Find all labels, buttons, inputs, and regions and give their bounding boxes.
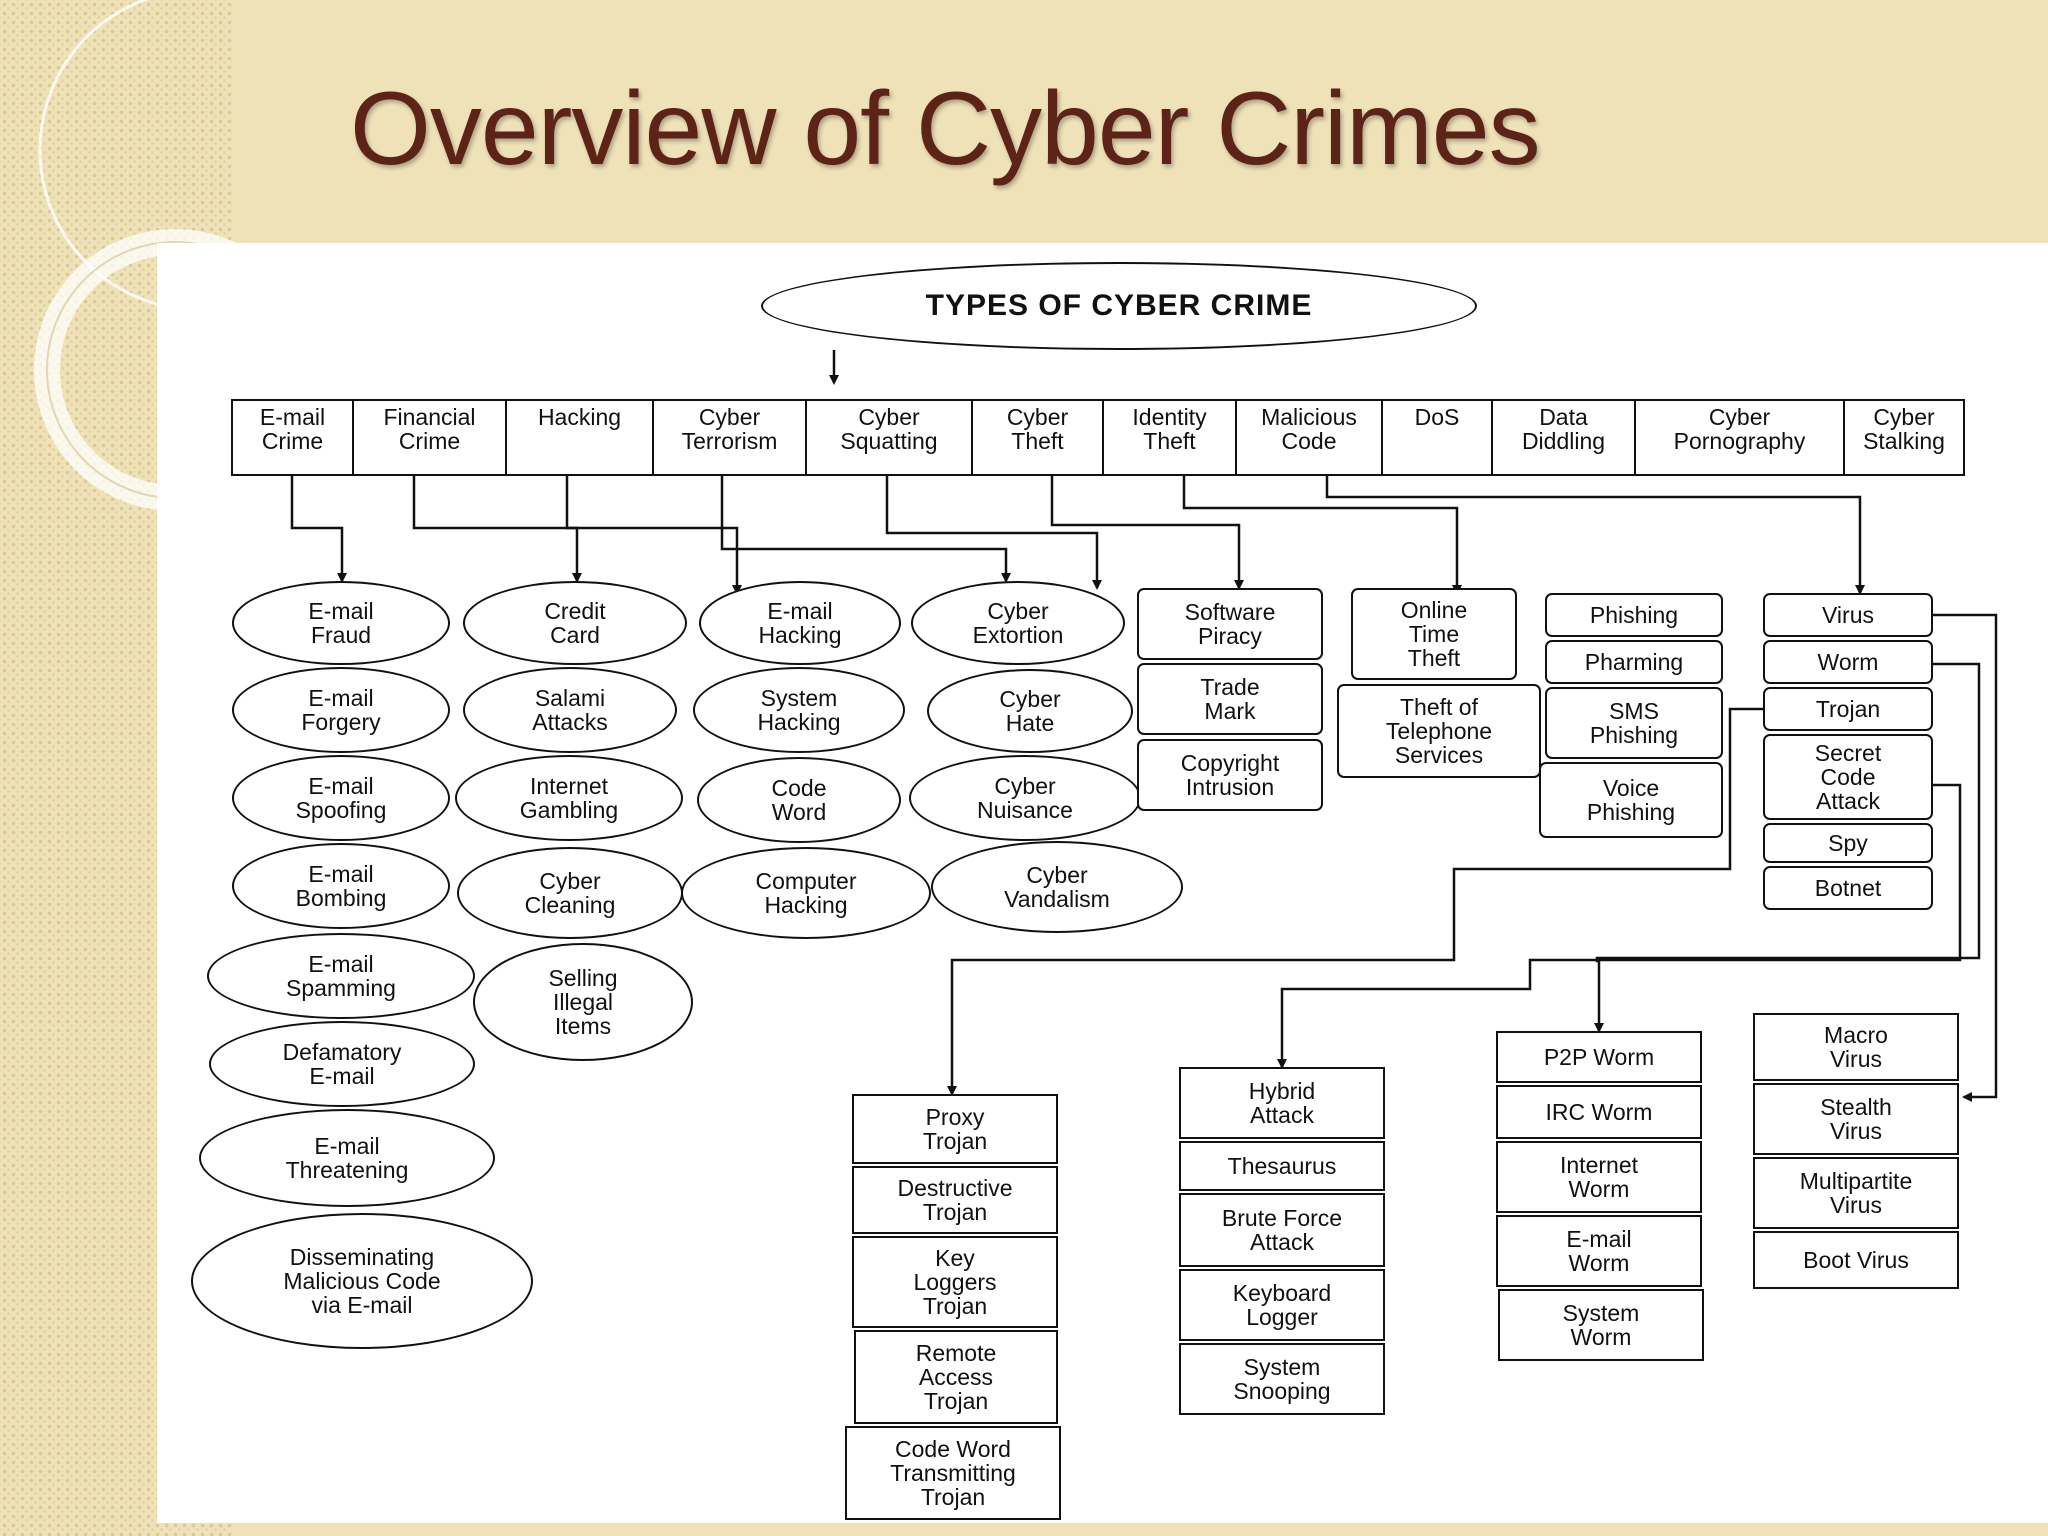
connector-arrow [1594,662,1981,1033]
brute-force-attack-node: Brute Force Attack [1179,1193,1385,1267]
software-piracy-node: Software Piracy [1137,588,1323,660]
p2p-worm-node: P2P Worm [1496,1031,1702,1083]
connector-arrow [1277,783,1962,1069]
irc-worm-node: IRC Worm [1496,1085,1702,1139]
category-cyber-terrorism: Cyber Terrorism [652,399,807,476]
category-financial-crime: Financial Crime [352,399,507,476]
thesaurus-node: Thesaurus [1179,1141,1385,1191]
keyboard-logger-node: Keyboard Logger [1179,1269,1385,1341]
category-cyber-pornography: Cyber Pornography [1634,399,1845,476]
voice-phishing-node: Voice Phishing [1539,762,1723,838]
stealth-virus-node: Stealth Virus [1753,1083,1959,1155]
connector-arrow [1182,476,1462,595]
category-hacking: Hacking [505,399,654,476]
destructive-trojan-node: Destructive Trojan [852,1166,1058,1234]
online-time-theft-node: Online Time Theft [1351,588,1517,680]
secret-code-attack-node: Secret Code Attack [1763,734,1933,820]
cyber-vandalism-node: Cyber Vandalism [931,841,1183,933]
connector-arrow [412,476,582,583]
connector-arrow [290,476,347,583]
copyright-intrusion-node: Copyright Intrusion [1137,739,1323,811]
multipartite-virus-node: Multipartite Virus [1753,1157,1959,1229]
botnet-node: Botnet [1763,866,1933,910]
email-worm-node: E-mail Worm [1496,1215,1702,1287]
connector-arrow [1325,476,1865,595]
hybrid-attack-node: Hybrid Attack [1179,1067,1385,1139]
internet-worm-node: Internet Worm [1496,1141,1702,1213]
salami-attacks-node: Salami Attacks [463,667,677,753]
boot-virus-node: Boot Virus [1753,1231,1959,1289]
virus-node: Virus [1763,593,1933,637]
diagram-root: TYPES OF CYBER CRIME [761,262,1477,350]
code-word-node: Code Word [697,757,901,843]
email-spoofing-node: E-mail Spoofing [232,755,450,841]
phishing-node: Phishing [1545,593,1723,637]
connector-lines [290,350,1998,1102]
cyber-hate-node: Cyber Hate [927,669,1133,753]
category-identity-theft: Identity Theft [1102,399,1237,476]
email-forgery-node: E-mail Forgery [232,667,450,753]
system-hacking-node: System Hacking [693,667,905,753]
diagram-panel: TYPES OF CYBER CRIME E-mail Crime Financ… [157,243,2048,1523]
computer-hacking-node: Computer Hacking [681,847,931,939]
email-bombing-node: E-mail Bombing [232,843,450,929]
spy-node: Spy [1763,823,1933,863]
trade-mark-node: Trade Mark [1137,663,1323,735]
trojan-node: Trojan [1763,687,1933,731]
email-threatening-node: E-mail Threatening [199,1109,495,1207]
selling-illegal-items-node: Selling Illegal Items [473,943,693,1061]
system-snooping-node: System Snooping [1179,1343,1385,1415]
code-word-transmitting-trojan-node: Code Word Transmitting Trojan [845,1426,1061,1520]
connector-arrow [1933,613,1998,1102]
remote-access-trojan-node: Remote Access Trojan [854,1330,1058,1424]
connector-arrow [565,476,742,595]
category-cyber-stalking: Cyber Stalking [1843,399,1965,476]
slide-title: Overview of Cyber Crimes [350,71,1541,187]
cyber-extortion-node: Cyber Extortion [911,581,1125,665]
proxy-trojan-node: Proxy Trojan [852,1094,1058,1164]
theft-of-telephone-services-node: Theft of Telephone Services [1337,684,1541,778]
email-spamming-node: E-mail Spamming [207,933,475,1019]
internet-gambling-node: Internet Gambling [455,755,683,841]
connector-arrow [720,476,1011,583]
connector-arrow [1050,476,1244,590]
sms-phishing-node: SMS Phishing [1545,687,1723,759]
key-loggers-trojan-node: Key Loggers Trojan [852,1236,1058,1328]
email-fraud-node: E-mail Fraud [232,581,450,665]
category-email-crime: E-mail Crime [231,399,354,476]
category-cyber-squatting: Cyber Squatting [805,399,973,476]
credit-card-node: Credit Card [463,581,687,665]
cyber-cleaning-node: Cyber Cleaning [457,847,683,939]
connector-arrow [947,707,1763,1096]
system-worm-node: System Worm [1498,1289,1704,1361]
worm-node: Worm [1763,640,1933,684]
category-cyber-theft: Cyber Theft [971,399,1104,476]
category-data-diddling: Data Diddling [1491,399,1636,476]
connector-arrow [885,476,1102,590]
pharming-node: Pharming [1545,640,1723,684]
category-dos: DoS [1381,399,1493,476]
email-hacking-node: E-mail Hacking [699,581,901,665]
macro-virus-node: Macro Virus [1753,1013,1959,1081]
cyber-nuisance-node: Cyber Nuisance [909,755,1141,841]
category-malicious-code: Malicious Code [1235,399,1383,476]
disseminating-malicious-code-node: Disseminating Malicious Code via E-mail [191,1213,533,1349]
defamatory-email-node: Defamatory E-mail [209,1021,475,1107]
